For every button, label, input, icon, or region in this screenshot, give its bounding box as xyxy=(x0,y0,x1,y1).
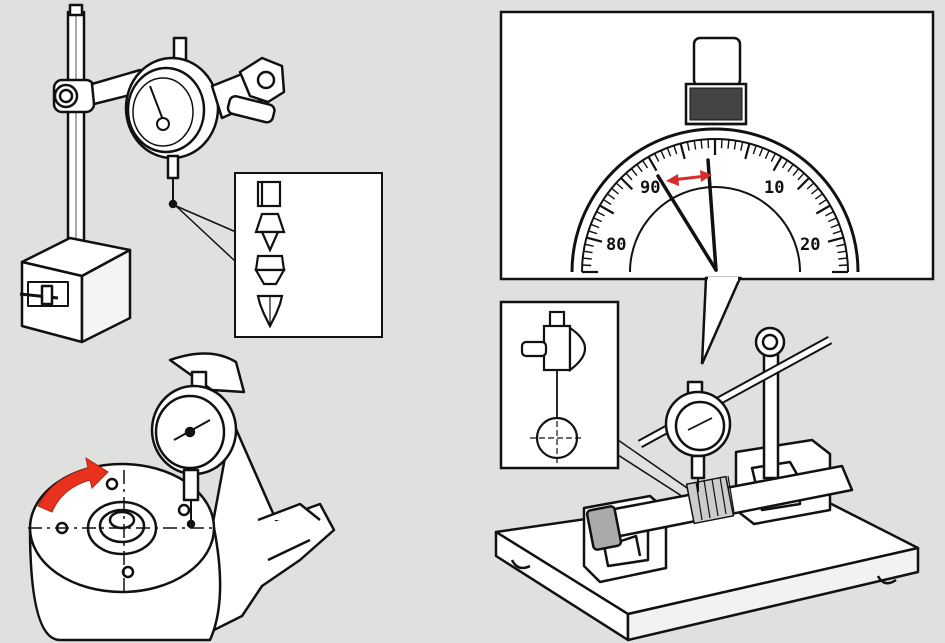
dial-tick xyxy=(584,243,594,247)
dial-tick xyxy=(660,150,666,159)
dial-tick xyxy=(586,236,603,243)
dial-tick xyxy=(830,223,840,229)
curved-arrow-icon xyxy=(37,456,109,513)
hub-runout-check xyxy=(28,352,336,642)
dial-tick xyxy=(582,264,592,267)
dial-tick xyxy=(810,187,819,195)
dial-tick xyxy=(787,163,794,173)
dial-tick xyxy=(796,177,810,191)
dial-tick-marks xyxy=(582,139,848,274)
dial-tick xyxy=(781,160,788,169)
dial-tick xyxy=(836,243,846,247)
dial-tick xyxy=(686,141,690,151)
dial-tick xyxy=(828,217,837,223)
dial-tick xyxy=(611,187,620,195)
dial-indicator-icon xyxy=(124,36,220,209)
dial-tick xyxy=(758,147,764,157)
magnetic-stand-assembly xyxy=(19,3,286,344)
dial-tick xyxy=(764,150,770,159)
dial-tick xyxy=(596,210,605,217)
v-block-shaft-setup xyxy=(494,326,920,642)
dial-tick xyxy=(693,140,697,150)
dial-tick xyxy=(620,177,634,191)
dial-label-90: 90 xyxy=(640,178,660,198)
dial-label-20: 20 xyxy=(800,235,820,255)
dial-tick xyxy=(603,199,612,206)
contact-point-set-icon xyxy=(234,172,383,338)
dial-tick xyxy=(825,210,834,217)
dial-tick xyxy=(615,182,624,190)
dial-tick xyxy=(707,139,710,149)
dial-tick xyxy=(599,204,615,215)
dial-tick xyxy=(832,230,842,235)
dial-pointers xyxy=(656,158,718,272)
dial-tick xyxy=(625,172,633,181)
dial-tick xyxy=(744,143,751,160)
dial-tick xyxy=(647,156,658,172)
dial-tick xyxy=(838,264,848,267)
dial-tick xyxy=(797,172,805,181)
dial-tick xyxy=(593,217,602,223)
dial-tick xyxy=(630,168,638,177)
dial-label-10: 10 xyxy=(764,178,784,198)
dial-tick xyxy=(666,147,672,157)
dial-tick xyxy=(815,204,831,215)
contact-point-callout xyxy=(175,205,237,263)
dial-tick xyxy=(588,230,598,235)
dial-tick xyxy=(727,139,730,149)
dial-tick xyxy=(837,250,847,254)
dial-tick xyxy=(642,160,649,169)
side-view-callout xyxy=(617,439,691,501)
dial-tick xyxy=(679,143,686,160)
dial-tick xyxy=(827,236,844,243)
dial-tick xyxy=(733,140,737,150)
dial-tick xyxy=(772,156,783,172)
dial-label-80: 80 xyxy=(606,235,626,255)
dial-tick xyxy=(752,145,757,155)
dial-tick xyxy=(806,182,815,190)
side-view-inset xyxy=(499,300,620,470)
reading-difference-arrow xyxy=(666,170,712,186)
dial-tick xyxy=(814,193,824,200)
dial-tick xyxy=(700,139,703,149)
dial-tick xyxy=(673,145,678,155)
dial-tick xyxy=(583,250,593,254)
dial-tick xyxy=(740,141,744,151)
dial-tick xyxy=(653,153,660,162)
dial-tick xyxy=(606,193,616,200)
dial-tick xyxy=(720,139,723,149)
magnetic-base-icon xyxy=(19,236,132,344)
dial-tick xyxy=(838,257,848,260)
dial-tick xyxy=(792,168,800,177)
dial-tick xyxy=(590,223,600,229)
dial-tick xyxy=(818,199,827,206)
dial-tick xyxy=(582,257,592,260)
dial-face-zoom: 90 10 80 20 xyxy=(499,10,935,281)
dial-tick xyxy=(636,163,643,173)
dial-tick xyxy=(770,153,777,162)
zoom-callout-tail xyxy=(700,276,742,365)
